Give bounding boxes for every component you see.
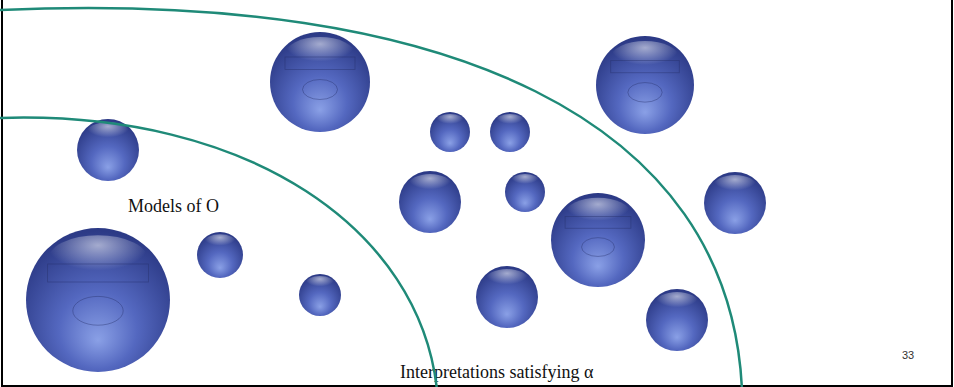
region: Models of O bbox=[0, 100, 445, 387]
sphere bbox=[704, 172, 766, 234]
sphere bbox=[197, 232, 243, 278]
sphere bbox=[476, 266, 538, 328]
region-boundary bbox=[0, 100, 445, 387]
sphere bbox=[399, 171, 461, 233]
region-label: Interpretations satisfying α bbox=[400, 362, 593, 383]
sphere bbox=[270, 32, 370, 132]
page-number: 33 bbox=[902, 349, 914, 361]
frame-line bbox=[1, 385, 953, 387]
sphere bbox=[490, 112, 530, 152]
region: Interpretations satisfying α Models of O bbox=[0, 0, 750, 387]
sphere bbox=[299, 274, 341, 316]
region-boundary bbox=[0, 0, 750, 387]
frame-line bbox=[951, 0, 953, 386]
sphere bbox=[505, 172, 545, 212]
sphere bbox=[551, 193, 645, 287]
sphere bbox=[26, 228, 170, 372]
sphere bbox=[430, 112, 470, 152]
sphere bbox=[77, 119, 139, 181]
frame-line bbox=[1, 0, 3, 386]
sphere bbox=[646, 289, 708, 351]
sphere bbox=[596, 36, 694, 134]
region-label: Models of O bbox=[128, 196, 219, 217]
